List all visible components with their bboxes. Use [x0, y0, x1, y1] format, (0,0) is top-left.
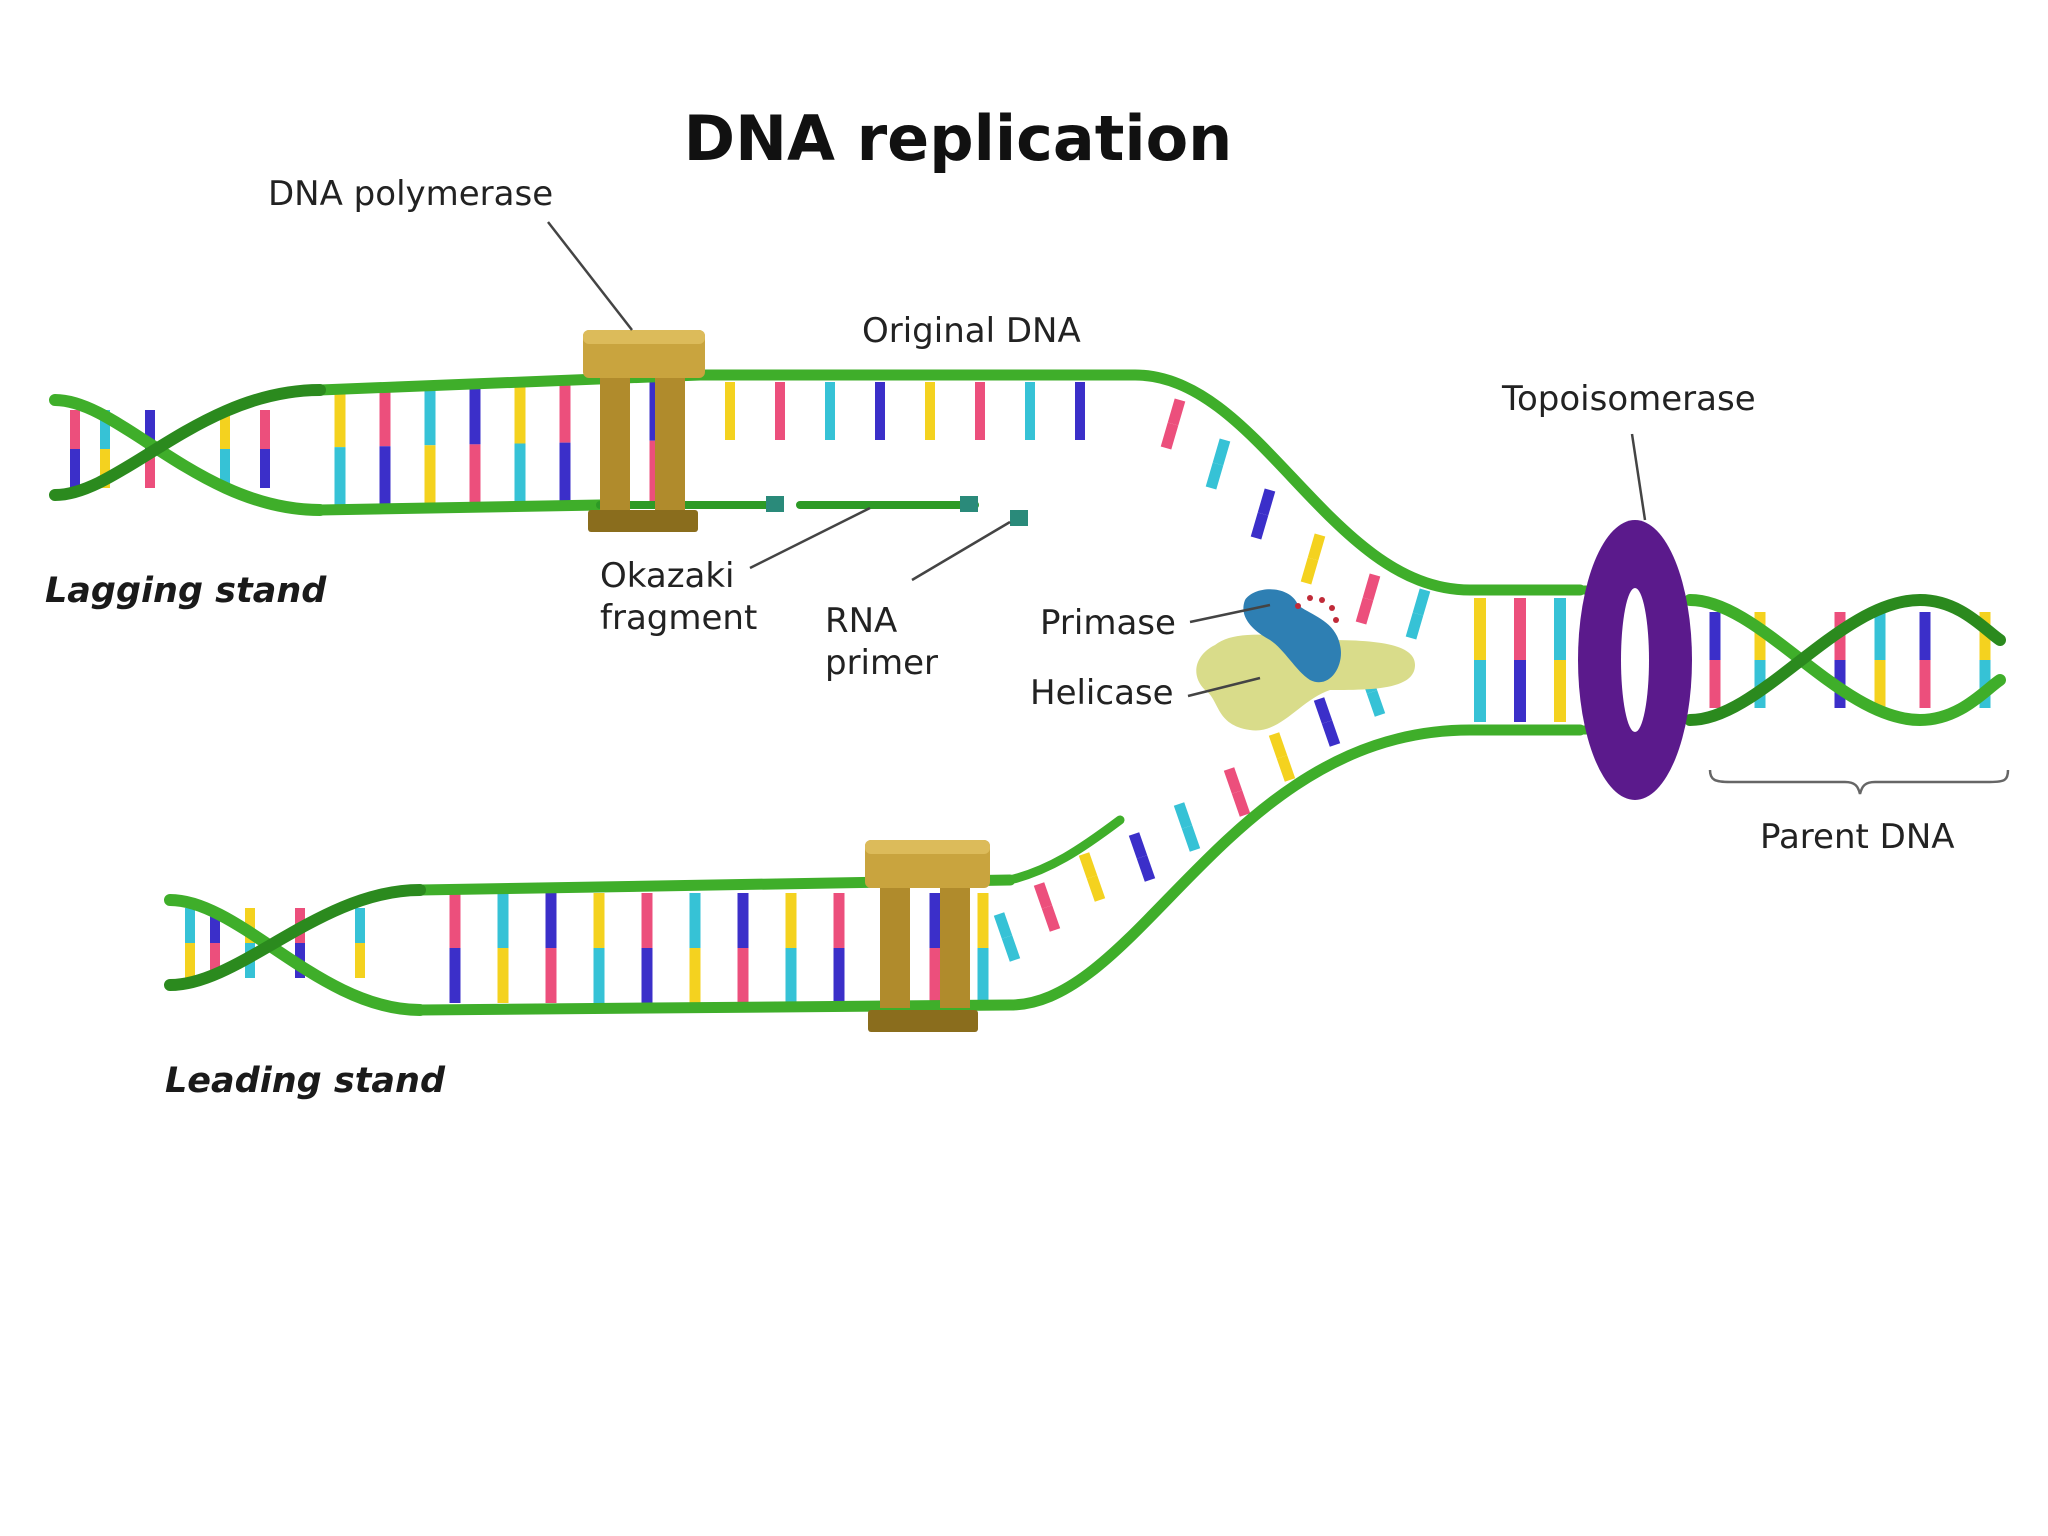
rna-primer-2 [960, 496, 978, 512]
base-lower-fork-7-b [1033, 882, 1053, 909]
base-lower-fork-7-a [1041, 905, 1061, 932]
base-upper-fork-1-a [1212, 438, 1231, 466]
dna-backbones [49, 369, 2006, 1016]
base-lower-fork-2-b [1268, 732, 1288, 759]
base-upper-fork-3-b [1300, 557, 1319, 585]
dna-polymerase-lagging [583, 330, 705, 532]
base-lower-fork-4-b [1173, 802, 1193, 829]
leader-primase [1189, 603, 1271, 624]
leader-dna-polymerase [547, 221, 633, 331]
leading-helix-strand-a [164, 894, 426, 1016]
base-lower-fork-2-a [1276, 755, 1296, 782]
lagging-helix-strand-b [49, 384, 326, 501]
label-topoisomerase: Topoisomerase [1501, 379, 1756, 419]
label-okazaki-line1: Okazaki [600, 556, 735, 596]
dna-polymerase-leading [865, 840, 990, 1032]
base-upper-fork-0-b [1160, 422, 1179, 450]
label-helicase: Helicase [1030, 673, 1174, 713]
label-original-dna: Original DNA [862, 311, 1081, 351]
base-lower-fork-8-a [1001, 935, 1021, 962]
label-primase: Primase [1040, 603, 1176, 643]
label-parent-dna: Parent DNA [1760, 817, 1955, 857]
primase-dot-5 [1333, 617, 1339, 623]
base-lower-fork-8-b [993, 912, 1013, 939]
diagram-title: DNA replication [684, 102, 1233, 175]
base-lower-fork-4-a [1181, 825, 1201, 852]
rna-primer-1 [766, 496, 784, 512]
leading-template-strand [1004, 724, 1586, 1011]
base-upper-fork-5-b [1405, 612, 1424, 640]
base-lower-fork-5-a [1136, 855, 1156, 882]
primase-dot-3 [1319, 597, 1325, 603]
lagging-helix-strand-a [49, 394, 326, 516]
leading-unwound-top [1005, 815, 1125, 885]
primase-dot-4 [1329, 605, 1335, 611]
base-lower-fork-6-b [1078, 852, 1098, 879]
label-rna-primer-line1: RNA [825, 601, 897, 641]
primase-dot-2 [1307, 595, 1313, 601]
base-lower-fork-5-b [1128, 832, 1148, 859]
label-okazaki-line2: fragment [600, 598, 757, 638]
base-lower-fork-1-b [1313, 697, 1333, 724]
parent-helix-strand-a [1684, 594, 2006, 727]
rna-primer-3 [1010, 510, 1028, 526]
base-upper-fork-3-a [1307, 533, 1326, 561]
leader-okazaki [749, 506, 871, 570]
label-rna-primer-line2: primer [825, 643, 938, 683]
label-lagging-strand: Lagging stand [45, 571, 327, 611]
base-upper-fork-5-a [1412, 588, 1431, 616]
leader-topoisomerase [1630, 433, 1647, 521]
leading-helix-strand-b [164, 884, 426, 991]
topoisomerase [1578, 520, 1692, 800]
base-upper-fork-1-b [1205, 462, 1224, 490]
base-upper-fork-2-b [1250, 512, 1269, 540]
leading-daughter-bottom [414, 999, 1016, 1016]
parent-helix-strand-b [1684, 593, 2006, 726]
parent-dna-bracket [1708, 769, 2010, 795]
leader-rna-primer [911, 520, 1011, 582]
base-upper-fork-4-a [1362, 573, 1381, 601]
base-upper-fork-0-a [1167, 398, 1186, 426]
leader-helicase [1187, 676, 1261, 698]
base-lower-fork-3-b [1223, 767, 1243, 794]
primase [1243, 589, 1341, 683]
base-upper-fork-2-a [1257, 488, 1276, 516]
lagging-template-strand [694, 369, 1586, 596]
label-leading-strand: Leading stand [165, 1061, 446, 1101]
base-upper-fork-4-b [1355, 597, 1374, 625]
helicase [1196, 634, 1415, 731]
lagging-daughter-bottom [314, 499, 606, 516]
primase-dot-1 [1295, 603, 1301, 609]
base-lower-fork-1-a [1321, 720, 1341, 747]
label-dna-polymerase: DNA polymerase [268, 174, 553, 214]
base-lower-fork-0-a [1366, 690, 1386, 717]
base-lower-fork-3-a [1231, 790, 1251, 817]
base-lower-fork-6-a [1086, 875, 1106, 902]
